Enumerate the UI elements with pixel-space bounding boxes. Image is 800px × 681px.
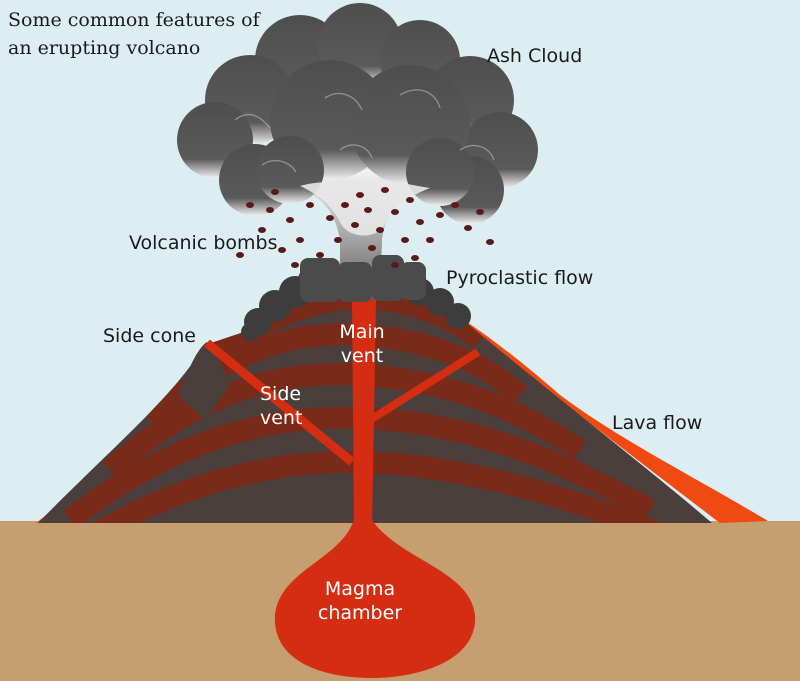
title-line-2: an erupting volcano bbox=[8, 37, 201, 59]
label-side-vent: Side vent bbox=[260, 382, 302, 430]
magma-chamber bbox=[274, 520, 476, 678]
label-side-cone: Side cone bbox=[103, 325, 196, 347]
label-side-vent-line-2: vent bbox=[260, 407, 303, 429]
label-lava-flow: Lava flow bbox=[612, 412, 703, 434]
label-volcanic-bombs: Volcanic bombs bbox=[129, 232, 278, 254]
label-main-vent: Main vent bbox=[330, 320, 394, 368]
volcanic-bombs bbox=[236, 187, 494, 268]
label-main-vent-line-1: Main bbox=[339, 321, 385, 343]
diagram-title: Some common features of an erupting volc… bbox=[8, 6, 260, 62]
label-side-vent-line-1: Side bbox=[260, 383, 302, 405]
side-cone bbox=[178, 342, 230, 420]
label-main-vent-line-2: vent bbox=[340, 345, 384, 367]
ash-cloud bbox=[177, 3, 538, 224]
vents bbox=[204, 300, 481, 530]
label-magma-chamber: Magma chamber bbox=[305, 577, 415, 625]
label-pyroclastic-flow: Pyroclastic flow bbox=[446, 267, 594, 289]
ash-cloud-detail bbox=[234, 89, 495, 173]
label-magma-chamber-line-2: chamber bbox=[317, 602, 403, 624]
label-magma-chamber-line-1: Magma bbox=[324, 578, 396, 600]
label-ash-cloud: Ash Cloud bbox=[487, 45, 583, 67]
title-line-1: Some common features of bbox=[8, 9, 260, 31]
